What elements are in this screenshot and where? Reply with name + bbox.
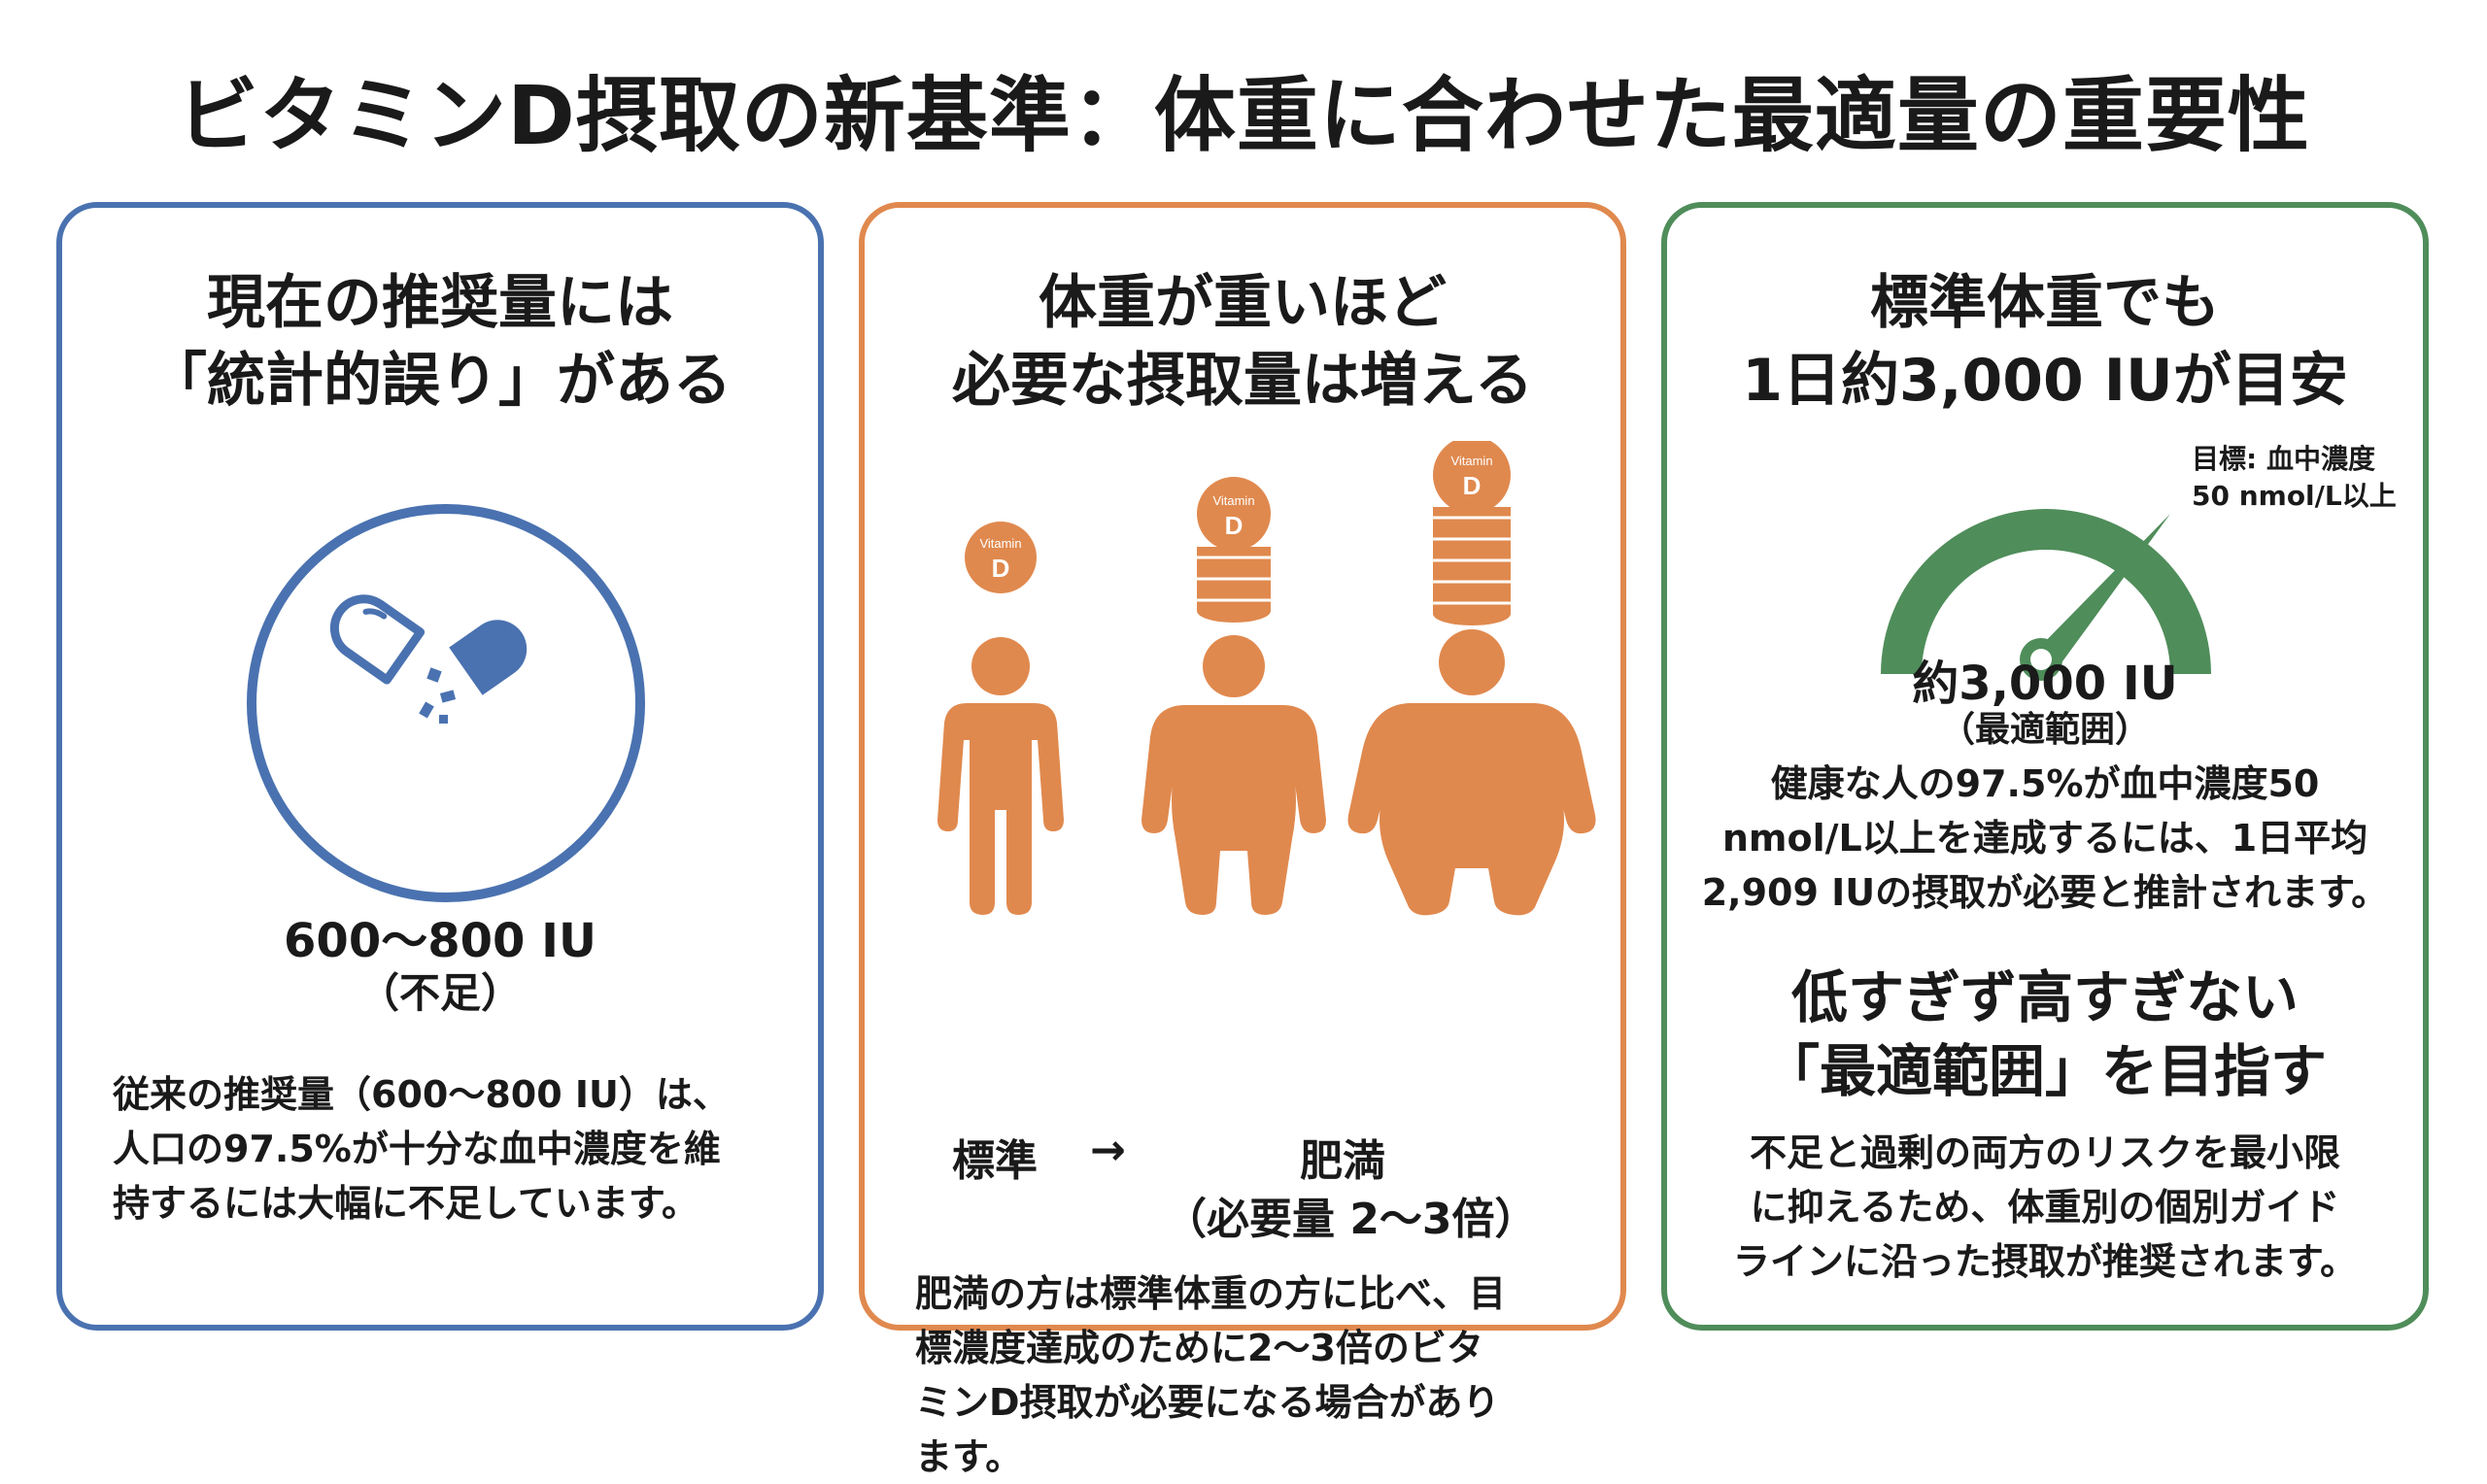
- card-title: 標準体重でも 1日約3,000 IUが目安: [1667, 264, 2423, 420]
- card-title-line: 体重が重いほど: [1039, 269, 1447, 337]
- card-title: 現在の推奨量には 「統計的誤り」がある: [62, 264, 818, 420]
- body-line: 肥満の方は標準体重の方に比べ、目: [915, 1272, 1507, 1315]
- body-line: 人口の97.5%が十分な血中濃度を維: [113, 1128, 721, 1170]
- body-line: ミンD摂取が必要になる場合があり: [915, 1381, 1500, 1424]
- obese-figure-icon: [1347, 629, 1596, 916]
- gauge-icon: [1881, 509, 2211, 681]
- body-line: 持するには大幅に不足しています。: [113, 1182, 699, 1225]
- heavier-figure-icon: [1141, 635, 1326, 915]
- current-amount-note: （不足）: [358, 969, 522, 1017]
- body-line: ます。: [915, 1435, 1023, 1478]
- card-subtitle: 低すぎず高すぎない 「最適範囲」を目指す: [1667, 961, 2423, 1108]
- body-line: nmol/L以上を達成するには、1日平均: [1721, 817, 2368, 860]
- subtitle-line: 低すぎず高すぎない: [1790, 964, 2299, 1030]
- svg-text:D: D: [992, 554, 1010, 583]
- card-body: 肥満の方は標準体重の方に比べ、目 標濃度達成のために2〜3倍のビタ ミンD摂取が…: [915, 1266, 1506, 1484]
- gauge-value: 約3,000 IU: [1912, 657, 2178, 711]
- card-title: 体重が重いほど 必要な摂取量は増える: [865, 264, 1620, 420]
- current-amount: 600〜800 IU: [284, 914, 596, 968]
- card-title-line: 標準体重でも: [1870, 269, 2220, 337]
- gauge-target-line: 50 nmol/L以上: [2192, 480, 2397, 512]
- standard-figure-icon: [937, 637, 1064, 915]
- vitamin-d-coin-stack-large-icon: Vitamin D: [1433, 441, 1511, 625]
- card-title-line: 1日約3,000 IUが目安: [1742, 347, 2348, 415]
- vitamin-d-coin-stacks: Vitamin D Vitamin D: [965, 441, 1511, 625]
- label-obese: 肥満: [1300, 1136, 1385, 1186]
- card-body: 従来の推奨量（600〜800 IU）は、 人口の97.5%が十分な血中濃度を維 …: [113, 1067, 730, 1231]
- gauge-target-label: 目標: 血中濃度 50 nmol/L以上: [2192, 441, 2397, 515]
- body-figures: [937, 629, 1596, 916]
- card-body: 健康な人の97.5%が血中濃度50 nmol/L以上を達成するには、1日平均 2…: [1667, 757, 2423, 920]
- svg-text:D: D: [1463, 471, 1482, 500]
- body-line: 従来の推奨量（600〜800 IU）は、: [113, 1073, 730, 1116]
- svg-text:Vitamin: Vitamin: [1212, 493, 1254, 508]
- body-line: 不足と過剰の両方のリスクを最小限: [1749, 1131, 2340, 1174]
- body-line: に抑えるため、体重別の個別ガイド: [1750, 1186, 2340, 1229]
- label-standard: 標準: [952, 1136, 1038, 1186]
- label-obese-note: （必要量 2〜3倍）: [1164, 1195, 1538, 1244]
- gauge-target-line: 目標: 血中濃度: [2192, 443, 2375, 475]
- svg-text:D: D: [1225, 511, 1244, 540]
- body-line: ラインに沿った摂取が推奨されます。: [1732, 1240, 2358, 1283]
- card-standard-dose: 標準体重でも 1日約3,000 IUが目安 目標: 血中濃度 50 nmol/L…: [1661, 202, 2429, 1331]
- card-title-line: 現在の推奨量には: [207, 269, 673, 337]
- vitamin-d-coin-stack-icon: Vitamin D: [1197, 477, 1271, 623]
- card-title-line: 必要な摂取量は増える: [951, 347, 1534, 415]
- card-title-line: 「統計的誤り」がある: [149, 347, 732, 415]
- card-current-recommendation: 現在の推奨量には 「統計的誤り」がある 600〜800 IU （不足） 従来の推…: [56, 202, 824, 1331]
- page-title: ビタミンD摂取の新基準：体重に合わせた最適量の重要性: [177, 68, 2310, 163]
- vitamin-d-coin-icon: Vitamin D: [965, 522, 1037, 593]
- card-body-secondary: 不足と過剰の両方のリスクを最小限 に抑えるため、体重別の個別ガイド ラインに沿っ…: [1667, 1126, 2423, 1289]
- body-line: 健康な人の97.5%が血中濃度50: [1770, 762, 2320, 805]
- card-weight-dependency: 体重が重いほど 必要な摂取量は増える Vitamin D Vitamin D: [859, 202, 1626, 1478]
- body-line: 2,909 IUの摂取が必要と推計されます。: [1701, 871, 2389, 914]
- svg-text:Vitamin: Vitamin: [1450, 454, 1492, 468]
- arrow-icon: →: [1090, 1126, 1126, 1175]
- subtitle-line: 「最適範囲」を目指す: [1762, 1038, 2327, 1104]
- svg-text:Vitamin: Vitamin: [979, 536, 1021, 551]
- gauge-note: （最適範囲）: [1939, 710, 2150, 750]
- body-line: 標濃度達成のために2〜3倍のビタ: [915, 1327, 1483, 1369]
- broken-capsule-icon: [247, 504, 645, 902]
